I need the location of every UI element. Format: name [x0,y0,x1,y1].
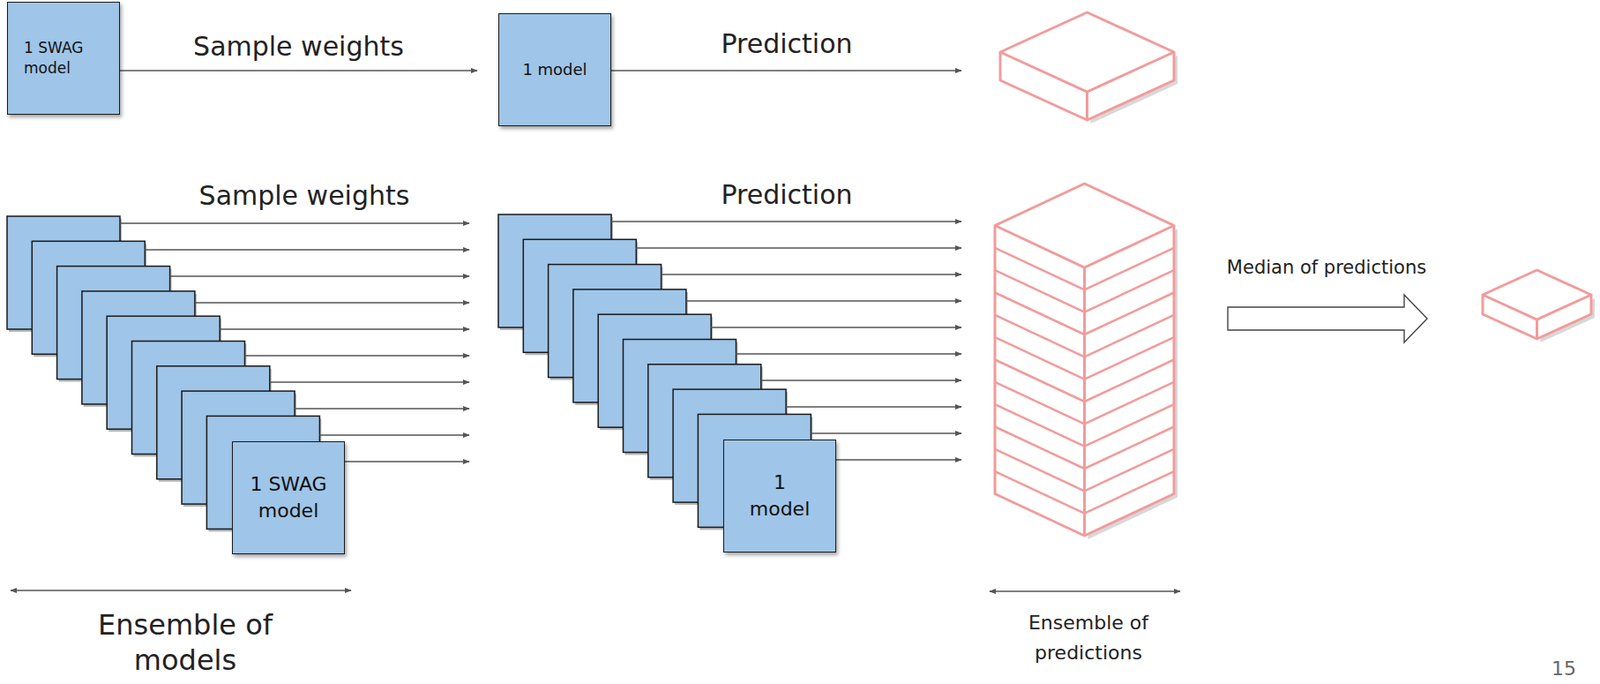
range-bracket [989,590,1181,591]
prediction-slab [1000,12,1178,124]
range-label: Ensemble of models [52,606,318,678]
sample-arrow [170,275,470,277]
sample-arrow [344,460,470,462]
connector [119,69,478,71]
model-label: 1 model [522,59,587,81]
prediction-arrow [761,379,962,381]
sample-arrow [294,407,470,409]
step-label: Prediction [720,28,853,60]
prediction-arrow [736,352,963,354]
prediction-arrow [810,432,962,434]
sample-arrow [219,328,470,329]
range-bracket [10,589,352,591]
model-label: 1 SWAG model [239,471,337,524]
step-label: Sample weights [199,179,411,212]
model-box: 1 SWAG model [231,441,345,554]
prediction-arrow [710,326,962,328]
prediction-arrow [686,299,962,301]
model-box: 1 model [498,13,612,127]
sample-arrow [269,381,470,382]
prediction-slab [1482,269,1595,343]
page-number: 15 [1551,657,1577,681]
sample-arrow [245,354,471,356]
operation-label: Median of predictions [1226,256,1427,279]
median-arrow [1227,294,1428,343]
model-label: 1 model [749,469,811,522]
model-box: 1 model [723,439,837,553]
sample-arrow [319,433,470,435]
sample-arrow [119,222,470,224]
sample-arrow [194,301,470,303]
prediction-arrow [611,220,962,222]
model-box: 1 SWAG model [7,1,120,115]
model-label: 1 SWAG model [23,37,120,79]
prediction-arrow [611,69,962,71]
prediction-arrow [635,246,962,248]
sample-arrow [144,248,470,250]
prediction-arrow [785,405,962,407]
prediction-arrow [836,458,962,460]
prediction-slab [994,183,1178,539]
range-label: Ensemble of predictions [991,607,1186,668]
edge-label: Sample weights [193,30,404,62]
step-label: Prediction [720,179,853,211]
prediction-arrow [661,273,962,275]
